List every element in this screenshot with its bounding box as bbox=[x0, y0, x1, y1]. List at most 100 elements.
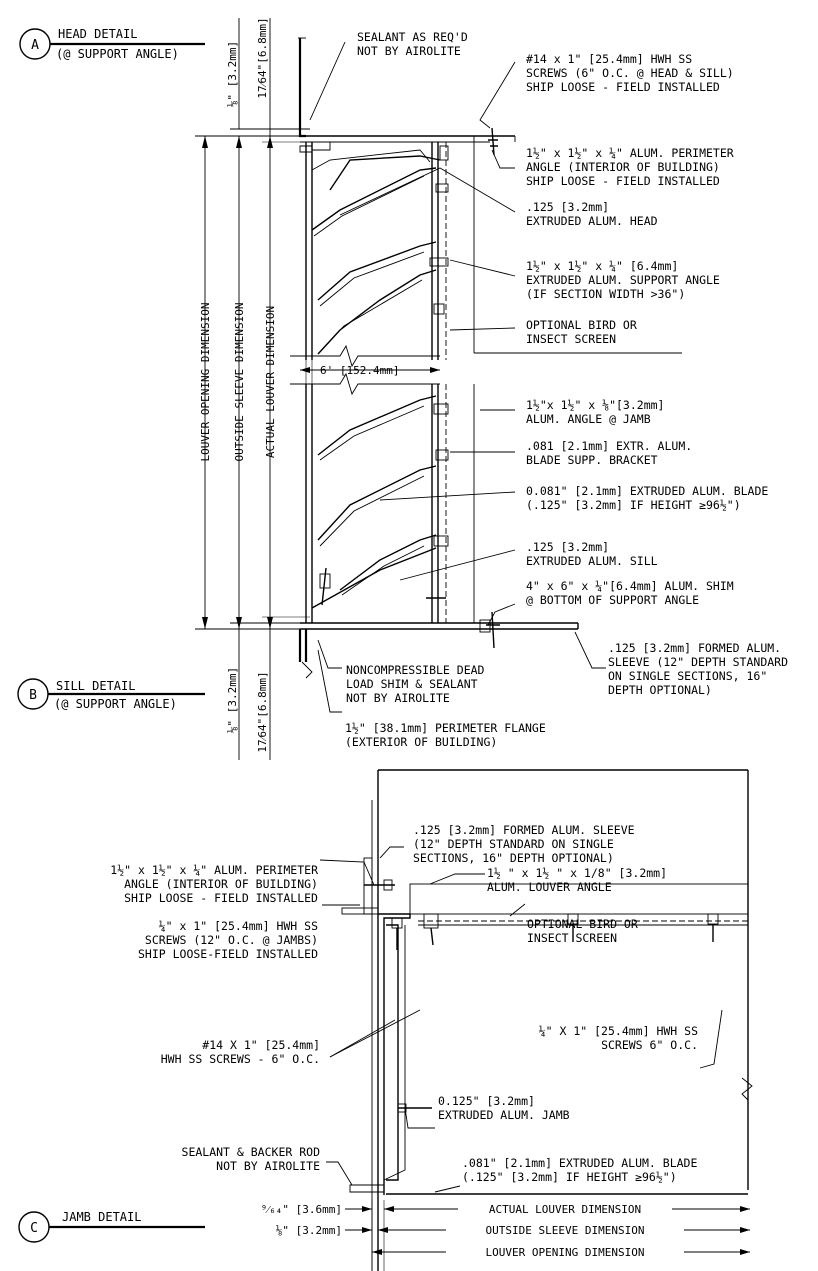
callout-perimeter-angle: 1½" x 1½" x ¼" ALUM. PERIMETER ANGLE (IN… bbox=[526, 146, 734, 188]
svg-text:ON SINGLE SECTIONS, 16": ON SINGLE SECTIONS, 16" bbox=[608, 669, 767, 683]
svg-text:EXTRUDED ALUM. SUPPORT ANGLE: EXTRUDED ALUM. SUPPORT ANGLE bbox=[526, 273, 720, 287]
svg-text:SECTIONS, 16" DEPTH OPTIONAL): SECTIONS, 16" DEPTH OPTIONAL) bbox=[413, 851, 614, 865]
svg-text:NOT BY AIROLITE: NOT BY AIROLITE bbox=[357, 44, 461, 58]
louver-blades-upper bbox=[311, 167, 437, 355]
svg-text:OPTIONAL BIRD OR: OPTIONAL BIRD OR bbox=[527, 917, 638, 931]
detail-title: HEAD DETAIL bbox=[58, 27, 137, 41]
jamb-louver-opening-dimension: LOUVER OPENING DIMENSION bbox=[486, 1246, 645, 1259]
callout-head: .125 [3.2mm] EXTRUDED ALUM. HEAD bbox=[526, 200, 658, 228]
svg-text:1½ " x 1½ " x 1/8" [3.2mm]: 1½ " x 1½ " x 1/8" [3.2mm] bbox=[487, 866, 667, 880]
svg-text:HWH SS SCREWS - 6" O.C.: HWH SS SCREWS - 6" O.C. bbox=[161, 1052, 320, 1066]
svg-text:1½" x 1½" x ¼" ALUM. PERIMETER: 1½" x 1½" x ¼" ALUM. PERIMETER bbox=[110, 863, 318, 877]
detail-subtitle: (@ SUPPORT ANGLE) bbox=[54, 697, 177, 711]
jamb-callout-sleeve: .125 [3.2mm] FORMED ALUM. SLEEVE (12" DE… bbox=[413, 823, 635, 865]
actual-louver-dimension-label: ACTUAL LOUVER DIMENSION bbox=[264, 306, 277, 458]
section-drawing: LOUVER OPENING DIMENSION OUTSIDE SLEEVE … bbox=[195, 17, 788, 760]
callout-jamb-angle: 1½"x 1½" x ⅛"[3.2mm] ALUM. ANGLE @ JAMB bbox=[526, 398, 664, 426]
svg-text:EXTRUDED ALUM. SILL: EXTRUDED ALUM. SILL bbox=[526, 554, 658, 568]
callout-support-angle: 1½" x 1½" x ¼" [6.4mm] EXTRUDED ALUM. SU… bbox=[526, 259, 720, 301]
svg-text:¼" X 1" [25.4mm] HWH SS: ¼" X 1" [25.4mm] HWH SS bbox=[539, 1024, 698, 1038]
svg-text:.125 [3.2mm] FORMED ALUM. SLEE: .125 [3.2mm] FORMED ALUM. SLEEVE bbox=[413, 823, 635, 837]
break-line bbox=[290, 344, 440, 396]
dim-top-17-64: 17⁄64"[6.8mm] bbox=[256, 17, 269, 98]
svg-text:1½"x 1½" x ⅛"[3.2mm]: 1½"x 1½" x ⅛"[3.2mm] bbox=[526, 398, 664, 412]
detail-tag-letter: C bbox=[30, 1221, 38, 1236]
svg-text:(IF SECTION WIDTH >36"): (IF SECTION WIDTH >36") bbox=[526, 287, 685, 301]
jamb-dim-9-64: ⁹⁄₆₄" [3.6mm] bbox=[261, 1203, 342, 1216]
jamb-callout-bird-screen: OPTIONAL BIRD OR INSECT SCREEN bbox=[527, 917, 638, 945]
svg-text:.081" [2.1mm] EXTRUDED ALUM. B: .081" [2.1mm] EXTRUDED ALUM. BLADE bbox=[462, 1156, 697, 1170]
jamb-leaders bbox=[319, 846, 723, 1193]
svg-text:SCREWS 6" O.C.: SCREWS 6" O.C. bbox=[601, 1038, 698, 1052]
dim-top-eighth: ⅛" [3.2mm] bbox=[226, 41, 239, 107]
detail-tag-sill: B SILL DETAIL (@ SUPPORT ANGLE) bbox=[17, 678, 205, 711]
screws-lower bbox=[319, 403, 500, 649]
callout-screws-top: #14 x 1" [25.4mm] HWH SS SCREWS (6" O.C.… bbox=[526, 52, 734, 94]
detail-tag-head: A HEAD DETAIL (@ SUPPORT ANGLE) bbox=[19, 27, 205, 61]
detail-tag-letter: B bbox=[29, 688, 37, 703]
svg-text:#14 X 1" [25.4mm]: #14 X 1" [25.4mm] bbox=[202, 1038, 320, 1052]
svg-text:.125 [3.2mm] FORMED ALUM.: .125 [3.2mm] FORMED ALUM. bbox=[608, 641, 781, 655]
svg-text:ANGLE (INTERIOR OF BUILDING): ANGLE (INTERIOR OF BUILDING) bbox=[124, 877, 318, 891]
svg-text:INSECT SCREEN: INSECT SCREEN bbox=[527, 931, 617, 945]
svg-text:0.081" [2.1mm] EXTRUDED ALUM.: 0.081" [2.1mm] EXTRUDED ALUM. BLADE bbox=[526, 484, 768, 498]
jamb-louver-angle bbox=[378, 913, 411, 1195]
detail-tag-jamb: C JAMB DETAIL bbox=[18, 1210, 205, 1243]
head-extrusion bbox=[305, 142, 313, 360]
svg-text:EXTRUDED ALUM. JAMB: EXTRUDED ALUM. JAMB bbox=[438, 1108, 570, 1122]
jamb-outside-sleeve-dimension: OUTSIDE SLEEVE DIMENSION bbox=[486, 1224, 645, 1237]
jamb-lower bbox=[305, 384, 313, 623]
svg-text:SCREWS (12" O.C. @ JAMBS): SCREWS (12" O.C. @ JAMBS) bbox=[145, 933, 318, 947]
jamb-callout-blade: .081" [2.1mm] EXTRUDED ALUM. BLADE (.125… bbox=[462, 1156, 697, 1184]
svg-text:#14 x 1" [25.4mm] HWH SS: #14 x 1" [25.4mm] HWH SS bbox=[526, 52, 692, 66]
callout-sill: .125 [3.2mm] EXTRUDED ALUM. SILL bbox=[526, 540, 658, 568]
svg-text:OPTIONAL BIRD OR: OPTIONAL BIRD OR bbox=[526, 318, 637, 332]
width-dimension-label: 6' [152.4mm] bbox=[320, 364, 399, 377]
detail-title: JAMB DETAIL bbox=[62, 1210, 141, 1224]
svg-text:ANGLE (INTERIOR OF BUILDING): ANGLE (INTERIOR OF BUILDING) bbox=[526, 160, 720, 174]
louver-opening-dimension-label: LOUVER OPENING DIMENSION bbox=[199, 303, 212, 462]
jamb-perimeter-angle bbox=[341, 907, 379, 915]
perimeter-flange-sill bbox=[298, 629, 308, 662]
svg-text:ALUM. LOUVER ANGLE: ALUM. LOUVER ANGLE bbox=[487, 880, 612, 894]
svg-text:@ BOTTOM OF SUPPORT ANGLE: @ BOTTOM OF SUPPORT ANGLE bbox=[526, 593, 699, 607]
svg-text:SHIP LOOSE - FIELD INSTALLED: SHIP LOOSE - FIELD INSTALLED bbox=[526, 174, 720, 188]
jamb-screen-frame bbox=[409, 883, 749, 915]
jamb-callout-jamb: 0.125" [3.2mm] EXTRUDED ALUM. JAMB bbox=[438, 1094, 570, 1122]
jamb-callout-perimeter-angle: 1½" x 1½" x ¼" ALUM. PERIMETER ANGLE (IN… bbox=[110, 863, 318, 905]
jamb-actual-louver-dimension: ACTUAL LOUVER DIMENSION bbox=[489, 1203, 641, 1216]
callout-shim: 4" x 6" x ¼"[6.4mm] ALUM. SHIM @ BOTTOM … bbox=[526, 579, 734, 607]
svg-text:¼" x 1" [25.4mm] HWH SS: ¼" x 1" [25.4mm] HWH SS bbox=[159, 919, 318, 933]
svg-text:.081 [2.1mm] EXTR. ALUM.: .081 [2.1mm] EXTR. ALUM. bbox=[526, 439, 692, 453]
callout-sleeve: .125 [3.2mm] FORMED ALUM. SLEEVE (12" DE… bbox=[608, 641, 788, 697]
detail-title: SILL DETAIL bbox=[56, 679, 135, 693]
svg-text:SHIP LOOSE - FIELD INSTALLED: SHIP LOOSE - FIELD INSTALLED bbox=[124, 891, 318, 905]
detail-subtitle: (@ SUPPORT ANGLE) bbox=[56, 47, 179, 61]
svg-text:SHIP LOOSE - FIELD INSTALLED: SHIP LOOSE - FIELD INSTALLED bbox=[526, 80, 720, 94]
svg-text:SEALANT AS REQ'D: SEALANT AS REQ'D bbox=[357, 30, 468, 44]
svg-text:NONCOMPRESSIBLE DEAD: NONCOMPRESSIBLE DEAD bbox=[346, 663, 485, 677]
screws-upper bbox=[429, 127, 498, 315]
jamb-screws bbox=[364, 879, 719, 1113]
svg-text:(EXTERIOR OF BUILDING): (EXTERIOR OF BUILDING) bbox=[345, 735, 497, 749]
callout-dead-load: NONCOMPRESSIBLE DEAD LOAD SHIM & SEALANT… bbox=[346, 663, 485, 705]
svg-text:INSECT SCREEN: INSECT SCREEN bbox=[526, 332, 616, 346]
louver-blades-lower bbox=[311, 395, 437, 609]
callout-blade-bracket: .081 [2.1mm] EXTR. ALUM. BLADE SUPP. BRA… bbox=[526, 439, 692, 467]
svg-text:SHIP LOOSE-FIELD INSTALLED: SHIP LOOSE-FIELD INSTALLED bbox=[138, 947, 318, 961]
svg-text:EXTRUDED ALUM. HEAD: EXTRUDED ALUM. HEAD bbox=[526, 214, 658, 228]
svg-text:LOAD SHIM & SEALANT: LOAD SHIM & SEALANT bbox=[346, 677, 478, 691]
svg-text:SCREWS (6" O.C. @ HEAD & SILL): SCREWS (6" O.C. @ HEAD & SILL) bbox=[526, 66, 734, 80]
callout-blade: 0.081" [2.1mm] EXTRUDED ALUM. BLADE (.12… bbox=[526, 484, 768, 512]
svg-text:BLADE SUPP. BRACKET: BLADE SUPP. BRACKET bbox=[526, 453, 658, 467]
jamb-callout-sealant: SEALANT & BACKER ROD NOT BY AIROLITE bbox=[182, 1145, 321, 1173]
svg-text:4" x 6" x ¼"[6.4mm] ALUM. SHIM: 4" x 6" x ¼"[6.4mm] ALUM. SHIM bbox=[526, 579, 734, 593]
dim-bottom-17-64: 17⁄64"[6.8mm] bbox=[256, 671, 269, 752]
svg-text:.125 [3.2mm]: .125 [3.2mm] bbox=[526, 540, 609, 554]
svg-text:(.125" [3.2mm] IF HEIGHT ≥96½": (.125" [3.2mm] IF HEIGHT ≥96½") bbox=[462, 1170, 677, 1184]
outside-sleeve-dimension-label: OUTSIDE SLEEVE DIMENSION bbox=[233, 303, 246, 462]
jamb-drawing: ACTUAL LOUVER DIMENSION OUTSIDE SLEEVE D… bbox=[110, 769, 753, 1271]
svg-text:(12" DEPTH STANDARD ON SINGLE: (12" DEPTH STANDARD ON SINGLE bbox=[413, 837, 614, 851]
detail-tag-letter: A bbox=[31, 38, 39, 53]
